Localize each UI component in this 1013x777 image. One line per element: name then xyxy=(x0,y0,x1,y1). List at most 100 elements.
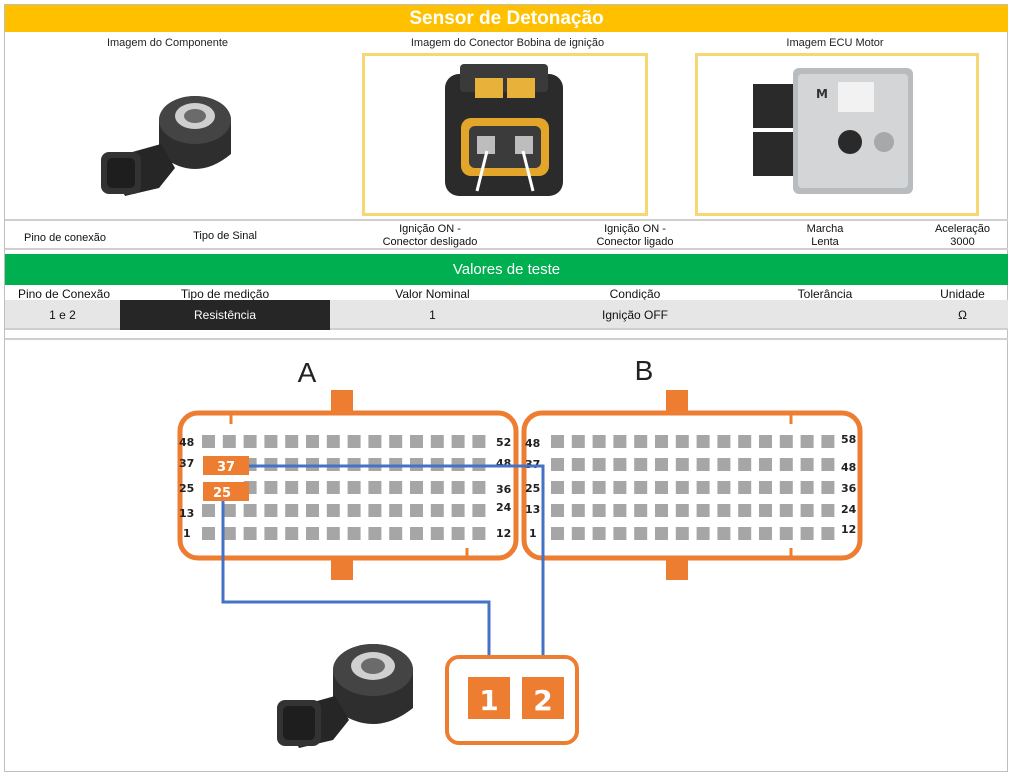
connector-pin xyxy=(821,481,835,494)
connector-pin xyxy=(430,435,444,448)
connector-pin xyxy=(696,481,710,494)
connector-pin xyxy=(779,527,793,540)
connector-pin xyxy=(738,435,752,448)
b-label-r4-right: 24 xyxy=(841,503,857,516)
a-label-r1-left: 48 xyxy=(179,436,194,449)
connector-pin xyxy=(759,481,772,494)
b-label-r3-right: 36 xyxy=(841,482,857,495)
b-label-r5-left: 1 xyxy=(529,527,537,540)
header-condition: Condição xyxy=(609,287,661,301)
connector-pin xyxy=(800,435,814,448)
b-label-r3-left: 25 xyxy=(525,482,540,495)
connector-pin xyxy=(222,527,236,540)
test-values-row: 1 e 2 Resistência 1 Ignição OFF Ω xyxy=(5,300,1008,330)
pin-37-highlight xyxy=(203,456,249,475)
connector-pin xyxy=(202,504,215,517)
wire-pin25-to-sensor1 xyxy=(221,498,491,690)
connector-pin xyxy=(306,527,319,540)
connector-pin xyxy=(451,504,465,517)
connector-pin xyxy=(717,435,731,448)
connector-pin xyxy=(738,504,752,517)
ecu-image-frame: M xyxy=(695,53,979,216)
connector-pin xyxy=(347,481,361,494)
connector-pin xyxy=(759,504,772,517)
a-label-r5-right: 12 xyxy=(496,527,511,540)
component-image-label: Imagem do Componente xyxy=(106,37,229,49)
info-ign-off-line1: Ignição ON - xyxy=(399,223,461,235)
connector-pin xyxy=(571,435,585,448)
info-accel-label: Aceleração 3000 xyxy=(920,223,1005,249)
connector-pin xyxy=(326,435,340,448)
ignition-connector-image xyxy=(445,64,563,196)
b-label-r4-left: 13 xyxy=(525,503,540,516)
connector-pin xyxy=(634,435,648,448)
cell-pin: 1 e 2 xyxy=(49,308,76,322)
connector-pin xyxy=(472,481,486,494)
info-ign-on-line1: Ignição ON - xyxy=(604,223,666,235)
info-idle-label: Marcha Lenta xyxy=(785,223,865,249)
connector-pin xyxy=(285,527,299,540)
connector-a-pins xyxy=(202,435,486,540)
info-ign-on-line2: Conector ligado xyxy=(596,236,674,248)
connector-pin xyxy=(800,504,814,517)
connector-pin xyxy=(675,435,689,448)
connector-pin xyxy=(472,504,486,517)
connector-pin xyxy=(613,481,627,494)
a-label-r4-left: 13 xyxy=(179,507,194,520)
connector-pin xyxy=(368,527,382,540)
connector-pin xyxy=(717,481,731,494)
wiring-diagram-svg: A B 48 52 37 48 25 36 13 24 1 12 xyxy=(177,355,863,748)
connector-pin xyxy=(655,481,668,494)
connector-pin xyxy=(389,527,403,540)
image-section: Imagem do Componente Imagem do Conector … xyxy=(5,32,1008,221)
connector-pin xyxy=(551,527,564,540)
info-ign-on-label: Ignição ON - Conector ligado xyxy=(575,223,695,249)
connector-pin xyxy=(306,504,319,517)
connector-pin xyxy=(571,527,585,540)
page-title: Sensor de Detonação xyxy=(5,5,1008,32)
wiring-diagram: A B 48 52 37 48 25 36 13 24 1 12 xyxy=(5,338,1008,770)
pin-25-highlight xyxy=(203,482,249,501)
connector-pin xyxy=(306,481,319,494)
test-values-header: Pino de Conexão Tipo de medição Valor No… xyxy=(5,285,1008,301)
connector-pin xyxy=(285,481,299,494)
connector-pin xyxy=(410,504,423,517)
connector-pin xyxy=(368,481,382,494)
signal-info-row: Pino de conexão Tipo de Sinal Ignição ON… xyxy=(5,222,1008,250)
cell-unit: Ω xyxy=(958,308,967,322)
sensor-pin-2-label: 2 xyxy=(533,684,552,717)
connector-pin xyxy=(821,527,835,540)
connector-pin xyxy=(738,458,752,471)
a-label-r3-left: 25 xyxy=(179,482,194,495)
connector-pin xyxy=(222,435,236,448)
connector-pin xyxy=(326,527,340,540)
connector-pin xyxy=(738,527,752,540)
sensor-pin-1-label: 1 xyxy=(479,684,498,717)
connector-pin xyxy=(821,435,835,448)
connector-pin xyxy=(759,527,772,540)
connector-pin xyxy=(285,504,299,517)
connector-image-label: Imagem do Conector Bobina de ignição xyxy=(410,37,605,49)
connector-pin xyxy=(696,435,710,448)
header-tolerance: Tolerância xyxy=(797,287,853,301)
connector-pin xyxy=(821,458,835,471)
connector-pin xyxy=(800,527,814,540)
connector-pin xyxy=(613,458,627,471)
connector-pin xyxy=(410,481,423,494)
connector-pin xyxy=(655,435,668,448)
connector-pin xyxy=(696,504,710,517)
ecu-image-label: Imagem ECU Motor xyxy=(786,37,884,49)
connector-pin xyxy=(368,504,382,517)
connector-b-top-key xyxy=(666,390,688,414)
connector-pin xyxy=(675,481,689,494)
connector-a-bottom-key xyxy=(331,558,353,580)
connector-pin xyxy=(696,458,710,471)
connector-pin xyxy=(634,504,648,517)
connector-pin xyxy=(592,527,606,540)
connector-pin xyxy=(306,435,319,448)
pin-37-label: 37 xyxy=(217,460,235,475)
connector-pin xyxy=(410,435,423,448)
connector-pin xyxy=(243,504,257,517)
connector-pin xyxy=(551,481,564,494)
b-label-r1-left: 48 xyxy=(525,437,540,450)
